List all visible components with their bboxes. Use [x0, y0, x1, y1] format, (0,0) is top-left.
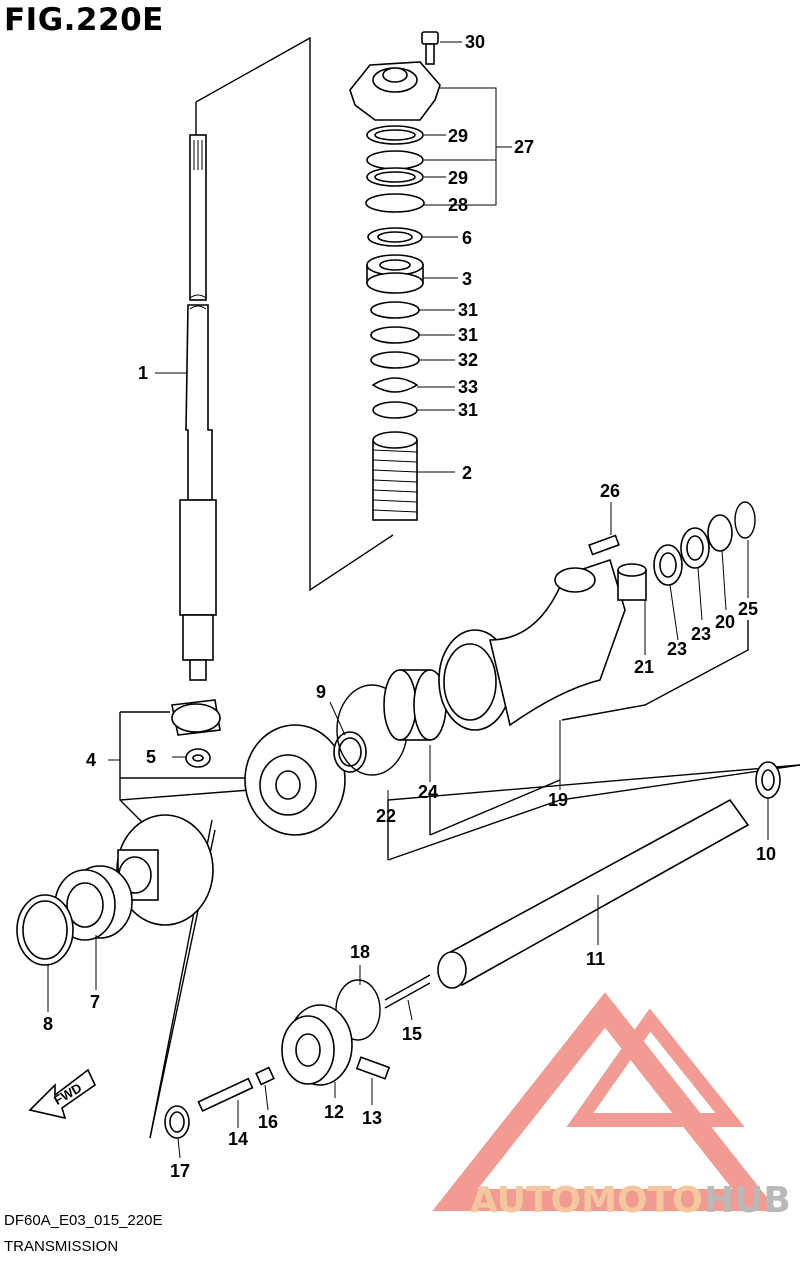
callout-17: 17	[170, 1161, 190, 1181]
bearing-21	[617, 563, 647, 601]
callout-19: 19	[548, 790, 568, 810]
shim-8	[16, 894, 74, 966]
callout-25: 25	[738, 599, 758, 619]
figure-code: DF60A_E03_015_220E	[4, 1212, 163, 1229]
callout-29a: 29	[448, 126, 468, 146]
watermark-word-b: HUB	[704, 1180, 791, 1221]
callout-11: 11	[586, 949, 605, 969]
callout-13: 13	[362, 1108, 382, 1128]
circlip-25	[734, 501, 756, 539]
pin-13	[355, 1056, 391, 1080]
callout-10: 10	[756, 844, 776, 864]
callout-7: 7	[90, 992, 100, 1012]
housing-27	[349, 61, 441, 121]
callout-23a: 23	[667, 639, 687, 659]
bolt-26	[588, 534, 620, 556]
pin-16	[255, 1066, 275, 1086]
bearing-24	[383, 669, 447, 741]
callout-26: 26	[600, 481, 620, 501]
nut-5	[185, 748, 211, 768]
callout-9: 9	[316, 682, 326, 702]
callout-23b: 23	[691, 624, 711, 644]
callout-12: 12	[324, 1102, 344, 1122]
callout-31c: 31	[458, 400, 478, 420]
callout-24: 24	[418, 782, 438, 802]
bolt-30	[421, 31, 439, 65]
fwd-arrow-icon: FWD	[28, 1068, 97, 1120]
callout-20: 20	[715, 612, 735, 632]
push-rod-14	[197, 1077, 254, 1113]
callout-5: 5	[146, 747, 156, 767]
callout-8: 8	[43, 1014, 53, 1034]
watermark-word-a: AUTOMOTO	[470, 1180, 703, 1221]
seal-23a	[653, 544, 683, 586]
callout-3: 3	[462, 269, 472, 289]
callout-28: 28	[448, 195, 468, 215]
callout-30: 30	[465, 32, 485, 52]
propeller-shaft-housing-19	[438, 558, 626, 731]
figure-title: FIG.220E	[4, 2, 164, 38]
callout-29b: 29	[448, 168, 468, 188]
callout-14: 14	[228, 1129, 248, 1149]
callout-31a: 31	[458, 300, 478, 320]
propeller-shaft	[437, 761, 781, 989]
callout-15: 15	[402, 1024, 422, 1044]
seal-23b	[680, 527, 710, 569]
pinion-gear	[171, 699, 221, 736]
callout-4: 4	[86, 750, 96, 770]
washer-20	[707, 514, 733, 552]
callout-18: 18	[350, 942, 370, 962]
figure-name: TRANSMISSION	[4, 1238, 119, 1255]
callout-22: 22	[376, 806, 396, 826]
callout-16: 16	[258, 1112, 278, 1132]
callout-2: 2	[462, 463, 472, 483]
drive-shaft	[179, 134, 217, 681]
leader-lines	[47, 41, 769, 1159]
spring-15	[384, 974, 431, 1009]
seal-stack	[365, 125, 425, 419]
spring-2	[372, 431, 418, 521]
callout-1: 1	[138, 363, 148, 383]
callout-32: 32	[458, 350, 478, 370]
callout-31b: 31	[458, 325, 478, 345]
callout-6: 6	[462, 228, 472, 248]
callout-27: 27	[514, 137, 534, 157]
callout-labels: 1 2 3 4 5 6 7 8 9 10 11 12 13 14 15 16 1…	[43, 32, 776, 1181]
clutch-dog-12	[281, 1004, 353, 1086]
callout-21: 21	[634, 657, 654, 677]
forward-gear	[244, 724, 346, 836]
watermark-logo	[432, 992, 778, 1211]
callout-33: 33	[458, 377, 478, 397]
reverse-gear	[116, 814, 214, 926]
ring-17	[164, 1105, 190, 1139]
